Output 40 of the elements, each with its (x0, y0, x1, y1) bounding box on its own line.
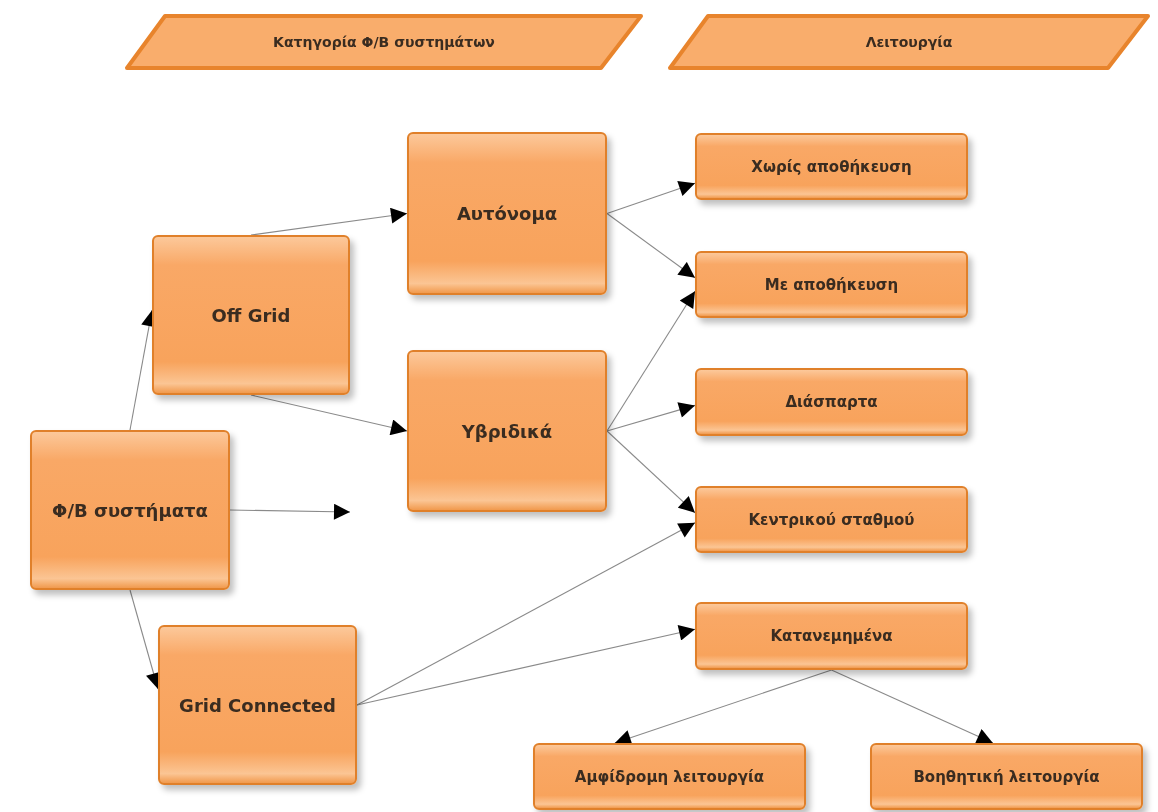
process-box (695, 368, 968, 436)
node-label: Υβριδικά (460, 420, 554, 442)
arrow (606, 180, 696, 215)
arrow (606, 290, 696, 432)
process-box (407, 350, 607, 512)
header-parallelogram (668, 12, 1150, 72)
process-box (30, 430, 230, 590)
process-box (533, 743, 806, 810)
node-label: Off Grid (210, 304, 292, 326)
arrow (614, 669, 833, 746)
process-box (695, 251, 968, 318)
node-label: Αυτόνομα (455, 203, 559, 224)
process-box (158, 625, 357, 785)
process-box (407, 132, 607, 295)
node-label: Διάσπαρτα (784, 393, 879, 411)
arrow (356, 624, 696, 706)
process-box (695, 486, 968, 553)
process-box (152, 235, 350, 395)
node-label: Φ/Β συστήματα (51, 499, 209, 521)
arrow (250, 207, 408, 236)
arrow (606, 430, 696, 514)
arrow (606, 402, 696, 432)
arrow (356, 522, 696, 706)
arrow (830, 669, 994, 744)
node-label: Βοηθητική λειτουργία (912, 767, 1101, 786)
arrow (250, 394, 408, 436)
process-box (695, 133, 968, 200)
process-box (870, 743, 1143, 810)
node-label: Χωρίς αποθήκευση (750, 157, 913, 176)
arrow (606, 212, 696, 279)
process-box (695, 602, 968, 670)
node-label: Κεντρικού σταθμού (747, 510, 916, 529)
node-label: Grid Connected (178, 694, 337, 716)
node-label: Λειτουργία (864, 34, 954, 50)
node-label: Κατηγορία Φ/Β συστημάτων (272, 34, 496, 50)
arrow (229, 503, 351, 520)
node-label: Αμφίδρομη λειτουργία (573, 767, 766, 786)
node-label: Κατανεμημένα (769, 627, 894, 645)
header-parallelogram (125, 12, 643, 72)
node-label: Με αποθήκευση (763, 275, 900, 294)
